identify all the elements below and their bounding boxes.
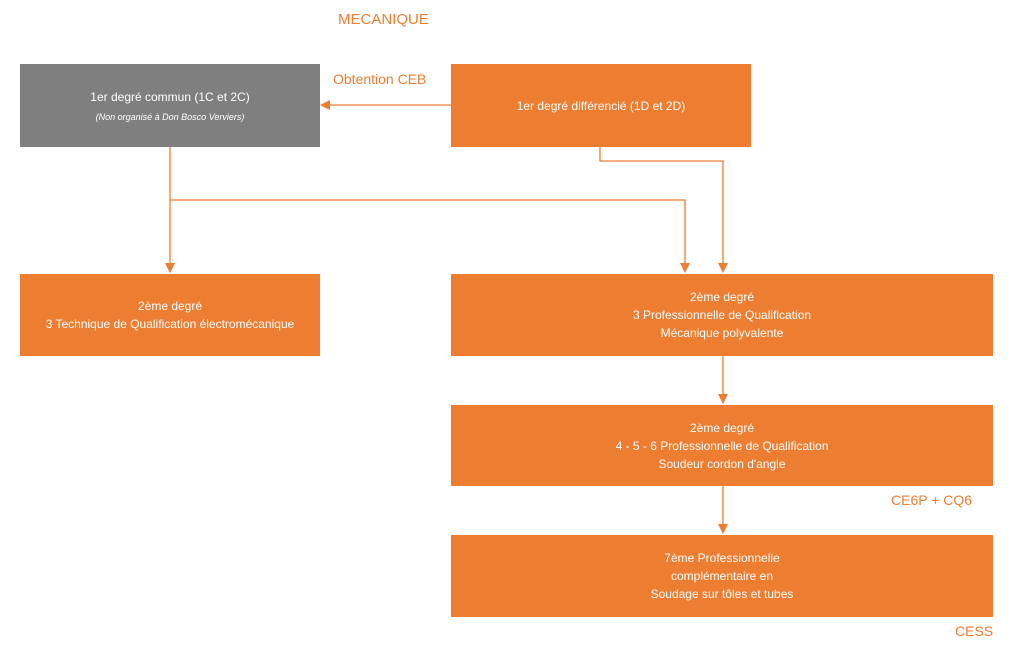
node-technique-qualification: 2ème degré 3 Technique de Qualification … <box>20 274 320 356</box>
node-prof-soudeur: 2ème degré 4 - 5 - 6 Professionnelle de … <box>451 405 993 486</box>
node-seventh-professional: 7ème Professionnelle complémentaire en S… <box>451 535 993 617</box>
arrow-common-to-prof-meca <box>170 199 690 273</box>
node-prof-soudeur-line3: Soudeur cordon d'angle <box>658 456 786 471</box>
node-first-degree-common: 1er degré commun (1C et 2C) (Non organis… <box>20 64 320 147</box>
node-prof-meca-line3: Mécanique polyvalente <box>660 326 784 340</box>
node-prof-soudeur-line1: 2ème degré <box>689 420 755 435</box>
node-prof-soudeur-line2: 4 - 5 - 6 Professionnelle de Qualificati… <box>615 438 829 453</box>
node-seventh-line2: complémentaire en <box>670 569 774 583</box>
node-seventh-line1: 7ème Professionnelle <box>664 551 780 565</box>
arrow-differentiated-to-prof-meca <box>599 147 728 273</box>
node-prof-meca-line2: 3 Professionnelle de Qualification <box>632 308 812 322</box>
node-differentiated-line1: 1er degré différencié (1D et 2D) <box>516 98 686 113</box>
node-seventh-line3: Soudage sur tôles et tubes <box>650 587 794 601</box>
node-first-degree-differentiated: 1er degré différencié (1D et 2D) <box>451 64 751 147</box>
diagram-title: MECANIQUE <box>338 11 429 28</box>
node-technique-line2: 3 Technique de Qualification électroméca… <box>45 317 295 331</box>
label-obtention-ceb: Obtention CEB <box>333 71 427 87</box>
node-common-line1: 1er degré commun (1C et 2C) <box>90 89 250 104</box>
node-common-note: (Non organisé à Don Bosco Verviers) <box>95 111 245 122</box>
label-cess: CESS <box>955 623 994 639</box>
node-prof-mecanique: 2ème degré 3 Professionnelle de Qualific… <box>451 274 993 356</box>
node-prof-meca-line1: 2ème degré <box>689 290 755 304</box>
label-ce6p-cq6: CE6P + CQ6 <box>891 492 973 508</box>
node-technique-line1: 2ème degré <box>137 299 203 313</box>
